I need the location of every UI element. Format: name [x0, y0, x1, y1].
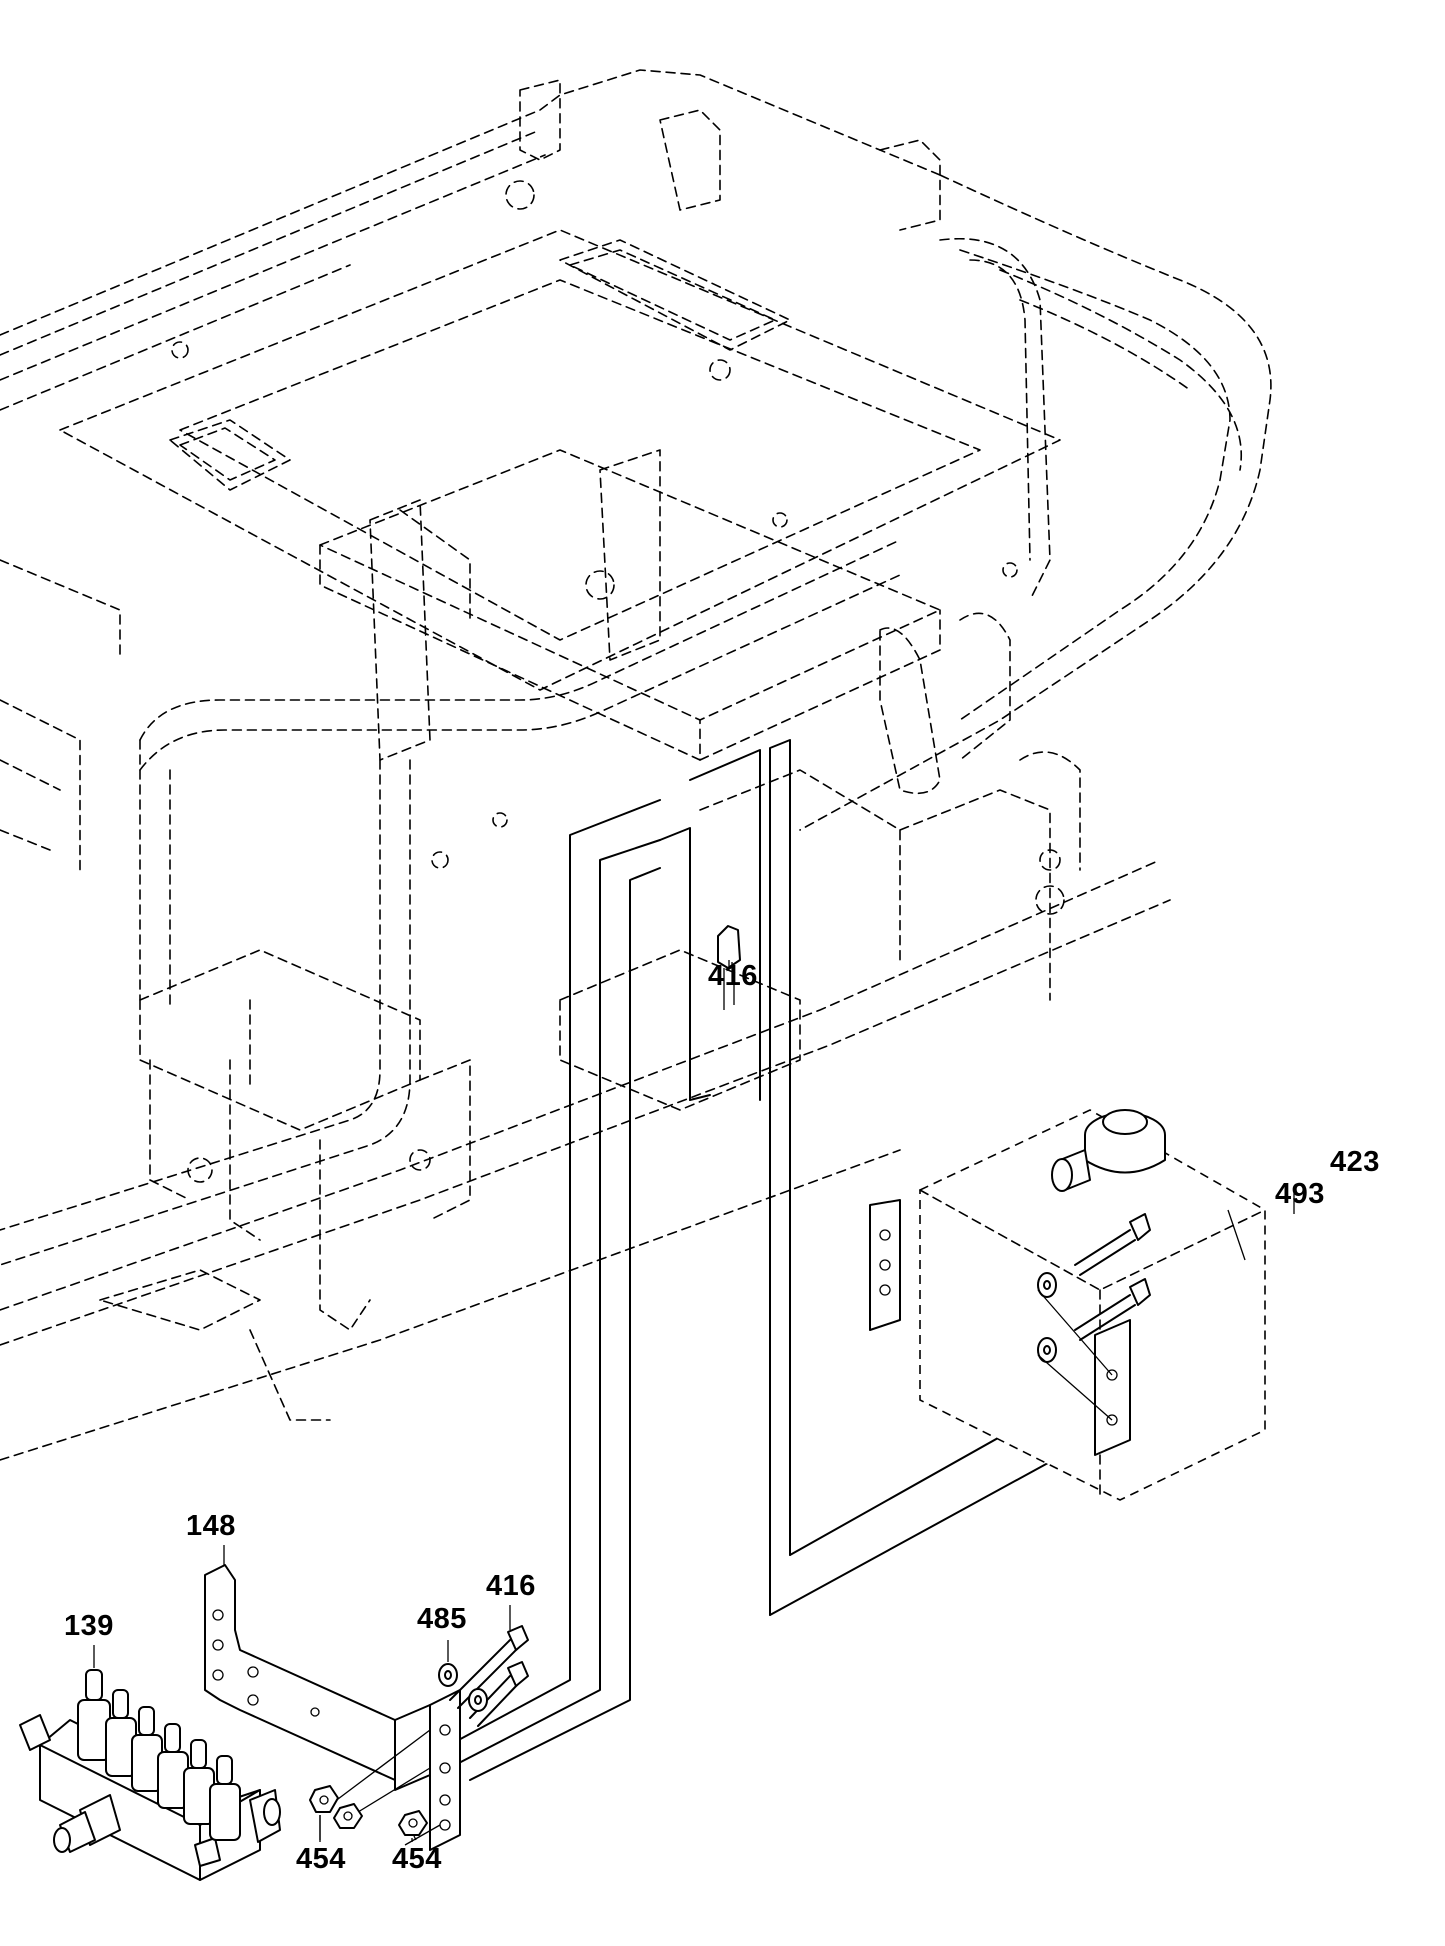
callout-139: 139	[64, 1610, 114, 1642]
callout-423: 423	[1330, 1146, 1380, 1178]
tank-mount-lines	[1037, 1289, 1113, 1421]
leader-lines	[93, 962, 1295, 1841]
bolts-423	[1074, 1213, 1151, 1341]
callout-493: 493	[1275, 1178, 1325, 1210]
callout-485: 485	[417, 1603, 467, 1635]
callout-454-left: 454	[296, 1843, 346, 1875]
valve-block-139	[19, 1669, 281, 1881]
bolts-416-lower	[449, 1625, 529, 1727]
bracket-148	[204, 1564, 396, 1781]
chassis-frame	[0, 69, 1272, 1461]
hose-mount-plate	[394, 1689, 461, 1851]
hydraulic-hoses	[439, 739, 1111, 1781]
reservoir-tank	[869, 1109, 1266, 1501]
bolt-416-upper	[717, 925, 741, 1010]
washers-493	[1037, 1272, 1057, 1363]
callout-148: 148	[186, 1510, 236, 1542]
callout-454-right: 454	[392, 1843, 442, 1875]
solenoid-coils	[77, 1669, 241, 1841]
callout-416-upper: 416	[708, 960, 758, 992]
washers-485	[438, 1663, 488, 1712]
callout-416-lower: 416	[486, 1570, 536, 1602]
